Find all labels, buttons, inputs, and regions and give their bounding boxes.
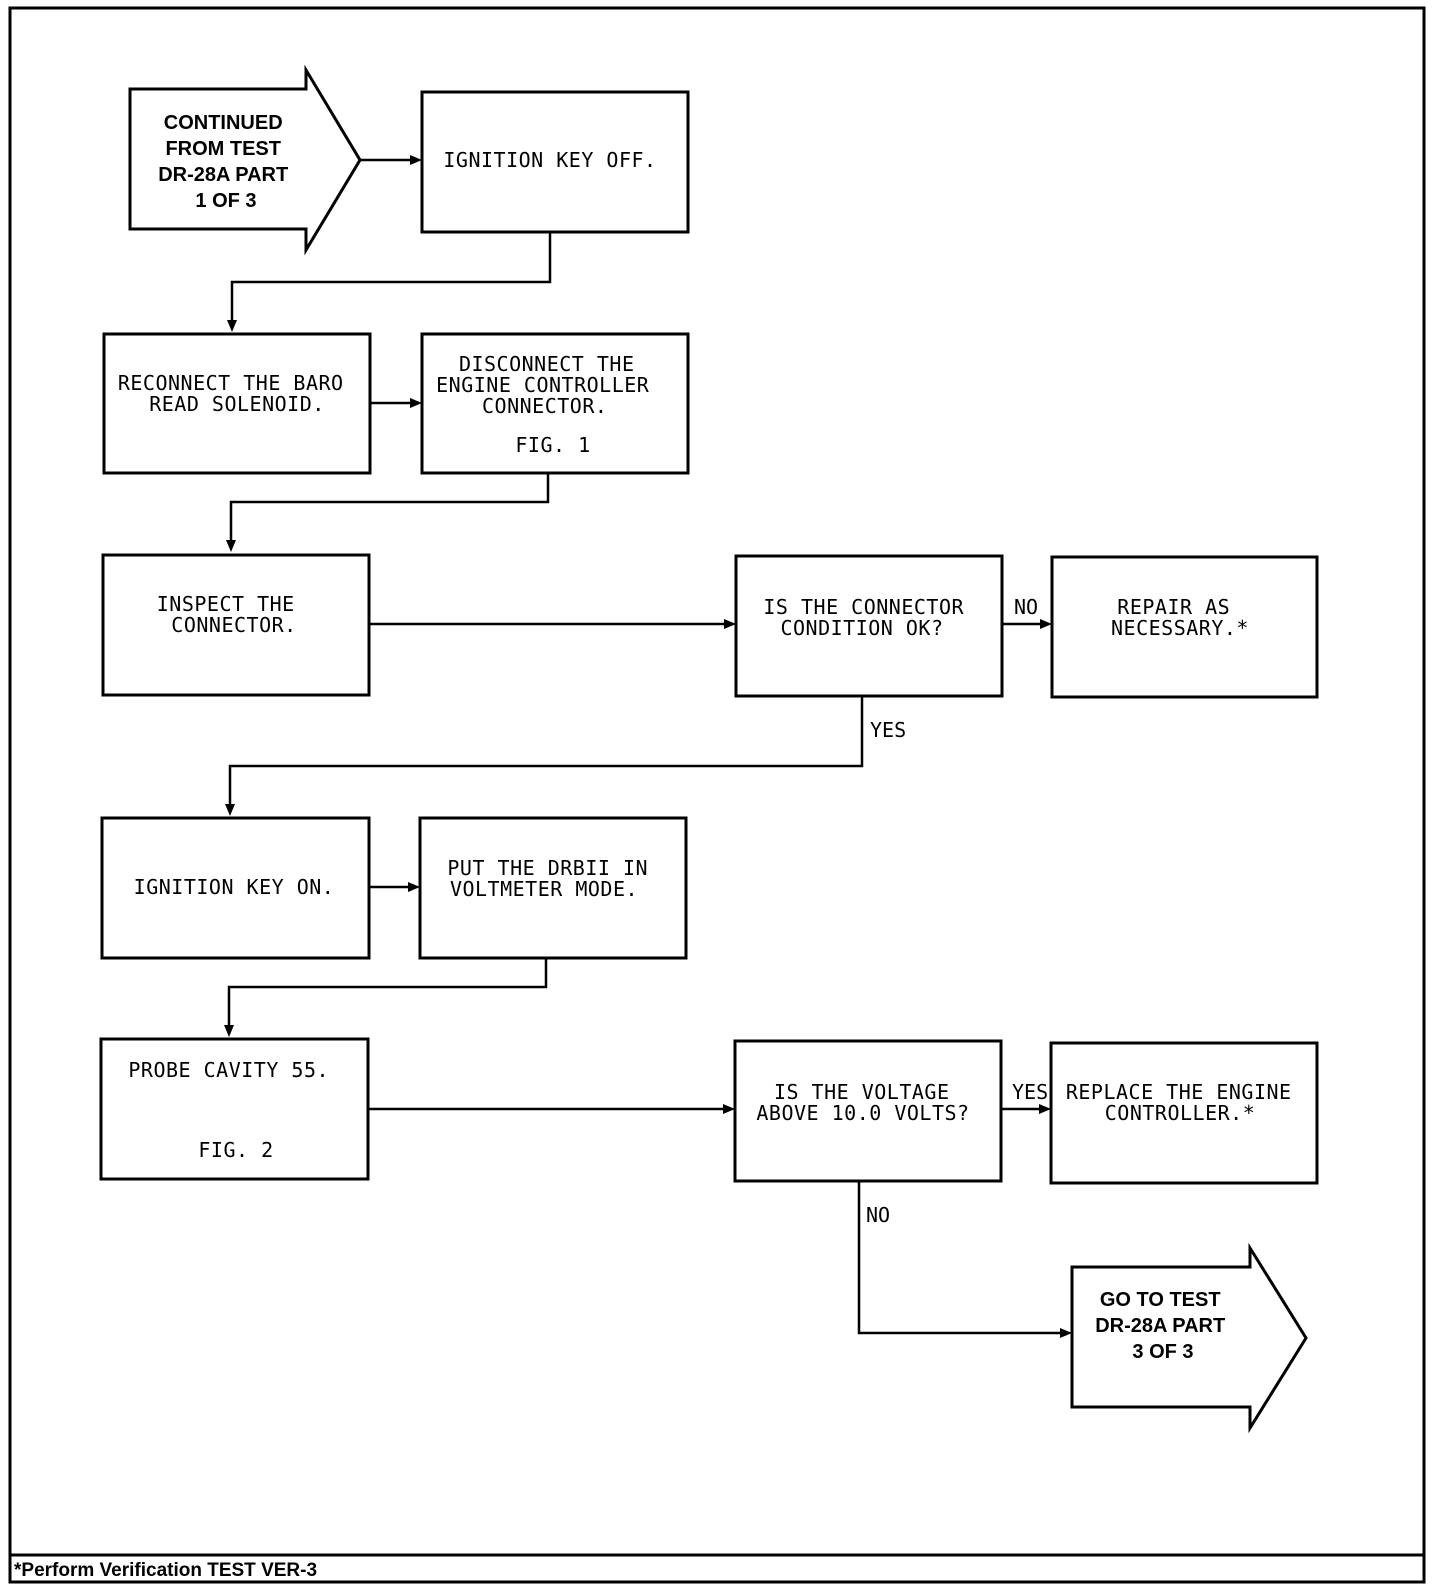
step-repair: REPAIR AS NECESSARY.* bbox=[1050, 555, 1319, 699]
start-arrow-shape bbox=[128, 64, 362, 256]
connector-voltage-no-to-end bbox=[857, 1181, 1062, 1335]
arrowhead bbox=[225, 804, 235, 816]
step-repair-text: REPAIR AS NECESSARY.* bbox=[1111, 595, 1249, 640]
connector-ignition-off-to-reconnect bbox=[230, 232, 552, 322]
step-repair-line-1: REPAIR AS bbox=[1117, 595, 1230, 619]
step-replace-controller: REPLACE THE ENGINE CONTROLLER.* bbox=[1049, 1041, 1319, 1185]
decision-voltage-line-2: ABOVE 10.0 VOLTS? bbox=[756, 1101, 969, 1125]
end-arrow-text: GO TO TEST DR-28A PART 3 OF 3 bbox=[1095, 1289, 1231, 1363]
decision-connector-line-1: IS THE CONNECTOR bbox=[763, 595, 964, 619]
end-arrow-shape bbox=[1070, 1242, 1308, 1434]
decision-voltage: IS THE VOLTAGE ABOVE 10.0 VOLTS? bbox=[733, 1039, 1003, 1183]
step-disconnect-text: DISCONNECT THE ENGINE CONTROLLER CONNECT… bbox=[436, 352, 662, 457]
step-replace-line-2: CONTROLLER.* bbox=[1105, 1101, 1256, 1125]
arrowhead bbox=[408, 882, 420, 892]
decision-voltage-line-1: IS THE VOLTAGE bbox=[774, 1080, 950, 1104]
start-line-3: DR-28A PART bbox=[158, 164, 288, 186]
page-frame bbox=[8, 6, 1426, 1584]
step-inspect-line-1: INSPECT THE bbox=[157, 592, 295, 616]
start-connector-arrow: CONTINUED FROM TEST DR-28A PART 1 OF 3 bbox=[128, 64, 362, 256]
decision-voltage-box bbox=[733, 1039, 1003, 1183]
step-inspect-connector-box bbox=[101, 553, 371, 697]
label-connector-no: NO bbox=[1014, 595, 1038, 619]
step-ignition-on-text: IGNITION KEY ON. bbox=[134, 875, 335, 899]
footer-verification-note: *Perform Verification TEST VER-3 bbox=[14, 1560, 317, 1581]
end-connector-arrow: GO TO TEST DR-28A PART 3 OF 3 bbox=[1070, 1242, 1308, 1434]
step-disconnect-figure: FIG. 1 bbox=[515, 433, 590, 457]
label-voltage-no: NO bbox=[866, 1203, 890, 1227]
connector-lines bbox=[224, 155, 1072, 1338]
start-arrow-text: CONTINUED FROM TEST DR-28A PART 1 OF 3 bbox=[158, 112, 294, 212]
arrowhead bbox=[224, 1025, 234, 1037]
arrowhead bbox=[410, 398, 422, 408]
step-probe-cavity: PROBE CAVITY 55. FIG. 2 bbox=[99, 1037, 370, 1181]
step-ignition-on: IGNITION KEY ON. bbox=[100, 816, 371, 960]
end-line-2: DR-28A PART bbox=[1095, 1315, 1225, 1337]
step-disconnect-line-1: DISCONNECT THE bbox=[459, 352, 635, 376]
step-inspect-line-2: CONNECTOR. bbox=[171, 613, 296, 637]
decision-connector-ok-box bbox=[734, 554, 1004, 698]
step-voltmeter-text: PUT THE DRBII IN VOLTMETER MODE. bbox=[447, 856, 660, 901]
arrowhead bbox=[1040, 619, 1052, 629]
step-reconnect-baro-text: RECONNECT THE BARO READ SOLENOID. bbox=[118, 371, 356, 416]
connector-disconnect-to-inspect bbox=[229, 473, 550, 542]
arrowhead bbox=[227, 320, 237, 332]
step-disconnect-line-2: ENGINE CONTROLLER bbox=[436, 373, 650, 397]
step-reconnect-baro: RECONNECT THE BARO READ SOLENOID. bbox=[102, 332, 372, 475]
step-repair-line-2: NECESSARY.* bbox=[1111, 616, 1249, 640]
decision-connector-ok: IS THE CONNECTOR CONDITION OK? bbox=[734, 554, 1004, 698]
step-voltmeter-mode-box bbox=[418, 816, 688, 960]
step-ignition-off-line-1: IGNITION KEY OFF. bbox=[443, 148, 656, 172]
end-line-1: GO TO TEST bbox=[1100, 1289, 1221, 1311]
step-reconnect-line-2: READ SOLENOID. bbox=[149, 392, 325, 416]
step-ignition-off-box bbox=[420, 90, 690, 234]
step-probe-cavity-box bbox=[99, 1037, 370, 1181]
arrowhead bbox=[410, 155, 422, 165]
step-ignition-on-line-1: IGNITION KEY ON. bbox=[134, 875, 335, 899]
arrowhead bbox=[226, 540, 236, 552]
step-disconnect-line-3: CONNECTOR. bbox=[482, 394, 607, 418]
step-voltmeter-line-1: PUT THE DRBII IN bbox=[447, 856, 648, 880]
step-inspect-connector: INSPECT THE CONNECTOR. bbox=[101, 553, 371, 697]
label-connector-yes: YES bbox=[870, 718, 906, 742]
step-voltmeter-line-2: VOLTMETER MODE. bbox=[450, 877, 638, 901]
step-probe-text: PROBE CAVITY 55. FIG. 2 bbox=[128, 1058, 341, 1162]
arrowhead bbox=[1060, 1328, 1072, 1338]
arrowhead bbox=[723, 1104, 735, 1114]
step-inspect-text: INSPECT THE CONNECTOR. bbox=[157, 592, 308, 637]
decision-connector-line-2: CONDITION OK? bbox=[780, 616, 943, 640]
arrowhead bbox=[724, 619, 736, 629]
label-voltage-yes: YES bbox=[1012, 1080, 1048, 1104]
connector-voltmeter-to-probe bbox=[227, 958, 548, 1027]
step-ignition-off: IGNITION KEY OFF. bbox=[420, 90, 690, 234]
step-replace-line-1: REPLACE THE ENGINE bbox=[1066, 1080, 1292, 1104]
decision-voltage-text: IS THE VOLTAGE ABOVE 10.0 VOLTS? bbox=[756, 1080, 969, 1125]
step-reconnect-baro-box bbox=[102, 332, 372, 475]
step-probe-line-1: PROBE CAVITY 55. bbox=[128, 1058, 329, 1082]
start-line-1: CONTINUED bbox=[164, 112, 283, 134]
decision-connector-text: IS THE CONNECTOR CONDITION OK? bbox=[763, 595, 976, 640]
step-reconnect-line-1: RECONNECT THE BARO bbox=[118, 371, 344, 395]
step-replace-text: REPLACE THE ENGINE CONTROLLER.* bbox=[1066, 1080, 1304, 1125]
step-probe-figure: FIG. 2 bbox=[198, 1138, 273, 1162]
step-ignition-off-text: IGNITION KEY OFF. bbox=[443, 148, 656, 172]
step-disconnect-controller: DISCONNECT THE ENGINE CONTROLLER CONNECT… bbox=[420, 332, 690, 475]
step-voltmeter-mode: PUT THE DRBII IN VOLTMETER MODE. bbox=[418, 816, 688, 960]
start-line-2: FROM TEST bbox=[165, 138, 281, 160]
step-repair-box bbox=[1050, 555, 1319, 699]
connector-decision-yes-to-ignition-on bbox=[228, 696, 864, 806]
end-line-3: 3 OF 3 bbox=[1132, 1341, 1193, 1363]
step-ignition-on-box bbox=[100, 816, 371, 960]
step-replace-controller-box bbox=[1049, 1041, 1319, 1185]
start-line-4: 1 OF 3 bbox=[195, 190, 256, 212]
arrowhead bbox=[1039, 1104, 1051, 1114]
step-disconnect-controller-box bbox=[420, 332, 690, 475]
